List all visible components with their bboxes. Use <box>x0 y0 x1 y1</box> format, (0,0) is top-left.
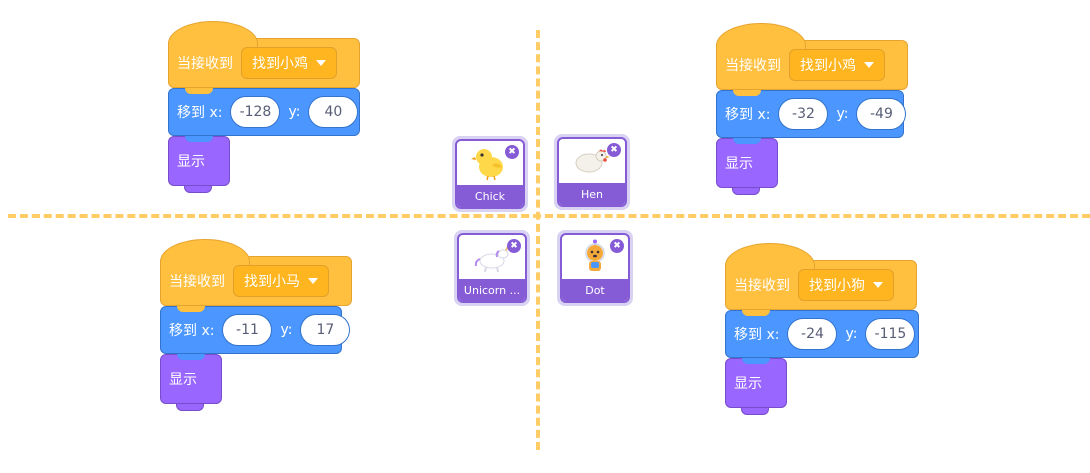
y-input[interactable]: -115 <box>865 318 916 350</box>
sprite-tile-unicorn[interactable]: Unicorn ... ✖ <box>454 230 530 306</box>
block-notch <box>742 310 770 316</box>
y-label: y: <box>280 322 293 338</box>
script-stack-chick-1[interactable]: 当接收到 找到小鸡 移到 x: -128 y: 40 显示 <box>168 21 360 193</box>
caret-down-icon <box>864 62 874 68</box>
vertical-guide-line <box>536 30 540 450</box>
x-input[interactable]: -32 <box>778 98 829 130</box>
block-tail <box>732 188 760 195</box>
goto-xy-block[interactable]: 移到 x: -11 y: 17 <box>160 306 351 354</box>
message-dropdown[interactable]: 找到小狗 <box>798 269 894 301</box>
delete-sprite-icon[interactable]: ✖ <box>610 239 624 253</box>
message-dropdown[interactable]: 找到小鸡 <box>241 47 337 79</box>
message-value: 找到小马 <box>244 274 300 290</box>
sprite-tile-hen[interactable]: Hen ✖ <box>554 134 630 210</box>
x-input[interactable]: -24 <box>787 318 838 350</box>
block-notch <box>177 306 205 312</box>
message-dropdown[interactable]: 找到小马 <box>233 265 329 297</box>
goto-xy-block[interactable]: 移到 x: -128 y: 40 <box>168 88 360 136</box>
hat-label: 当接收到 <box>177 56 233 72</box>
block-tail <box>741 408 769 415</box>
block-notch <box>742 358 770 364</box>
y-label: y: <box>288 104 301 120</box>
x-input[interactable]: -11 <box>222 314 273 346</box>
script-stack-horse[interactable]: 当接收到 找到小马 移到 x: -11 y: 17 显示 <box>160 239 352 411</box>
unicorn-icon <box>459 235 525 279</box>
when-receive-hat-block[interactable]: 当接收到 找到小鸡 <box>716 23 908 90</box>
show-label: 显示 <box>734 376 762 392</box>
delete-sprite-icon[interactable]: ✖ <box>607 143 621 157</box>
show-block[interactable]: 显示 <box>725 358 787 408</box>
y-input[interactable]: 40 <box>308 96 359 128</box>
sprite-tile-chick[interactable]: Chick ✖ <box>452 136 528 212</box>
goto-label: 移到 x: <box>177 105 223 121</box>
sprite-name: Unicorn ... <box>459 279 525 301</box>
goto-label: 移到 x: <box>734 327 780 343</box>
sprite-tile-dot[interactable]: Dot ✖ <box>557 230 633 306</box>
show-block[interactable]: 显示 <box>168 136 230 186</box>
when-receive-hat-block[interactable]: 当接收到 找到小狗 <box>725 243 917 310</box>
y-label: y: <box>836 106 849 122</box>
hen-icon <box>559 139 625 183</box>
block-notch <box>733 138 761 144</box>
caret-down-icon <box>308 278 318 284</box>
hat-label: 当接收到 <box>725 58 781 74</box>
delete-sprite-icon[interactable]: ✖ <box>507 239 521 253</box>
block-notch <box>733 90 761 96</box>
goto-label: 移到 x: <box>169 323 215 339</box>
x-input[interactable]: -128 <box>230 96 281 128</box>
y-label: y: <box>845 326 858 342</box>
y-input[interactable]: 17 <box>300 314 351 346</box>
goto-xy-block[interactable]: 移到 x: -24 y: -115 <box>725 310 919 358</box>
block-notch <box>177 354 205 360</box>
hat-label: 当接收到 <box>734 278 790 294</box>
horizontal-guide-line <box>8 214 1090 218</box>
message-value: 找到小鸡 <box>252 56 308 72</box>
when-receive-hat-block[interactable]: 当接收到 找到小鸡 <box>168 21 360 88</box>
caret-down-icon <box>873 282 883 288</box>
goto-label: 移到 x: <box>725 107 771 123</box>
message-dropdown[interactable]: 找到小鸡 <box>789 49 885 81</box>
dog-icon <box>562 235 628 279</box>
script-stack-chick-2[interactable]: 当接收到 找到小鸡 移到 x: -32 y: -49 显示 <box>716 23 908 195</box>
show-label: 显示 <box>725 156 753 172</box>
show-block[interactable]: 显示 <box>716 138 778 188</box>
show-label: 显示 <box>169 372 197 388</box>
y-input[interactable]: -49 <box>856 98 907 130</box>
delete-sprite-icon[interactable]: ✖ <box>505 145 519 159</box>
goto-xy-block[interactable]: 移到 x: -32 y: -49 <box>716 90 907 138</box>
show-block[interactable]: 显示 <box>160 354 222 404</box>
message-value: 找到小狗 <box>809 278 865 294</box>
sprite-name: Dot <box>562 279 628 301</box>
block-notch <box>185 136 213 142</box>
when-receive-hat-block[interactable]: 当接收到 找到小马 <box>160 239 352 306</box>
script-stack-dog[interactable]: 当接收到 找到小狗 移到 x: -24 y: -115 显示 <box>725 243 919 415</box>
caret-down-icon <box>316 60 326 66</box>
block-notch <box>185 88 213 94</box>
sprite-name: Hen <box>559 183 625 205</box>
show-label: 显示 <box>177 154 205 170</box>
chick-icon <box>457 141 523 185</box>
sprite-name: Chick <box>457 185 523 207</box>
hat-label: 当接收到 <box>169 274 225 290</box>
block-tail <box>176 404 204 411</box>
block-tail <box>184 186 212 193</box>
message-value: 找到小鸡 <box>800 58 856 74</box>
